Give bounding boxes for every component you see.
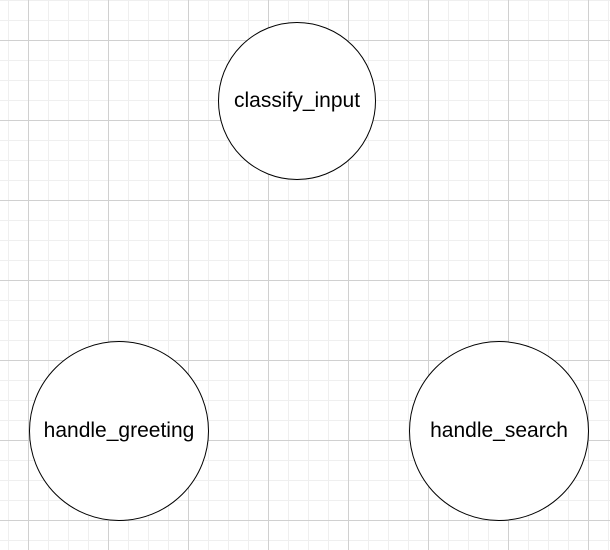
node-label: handle_search bbox=[430, 419, 568, 442]
node-label: handle_greeting bbox=[43, 419, 195, 442]
node-handle-search[interactable]: handle_search bbox=[409, 341, 589, 521]
node-classify-input[interactable]: classify_input bbox=[218, 22, 376, 180]
node-handle-greeting[interactable]: handle_greeting bbox=[29, 341, 209, 521]
node-label: classify_input bbox=[233, 89, 361, 112]
